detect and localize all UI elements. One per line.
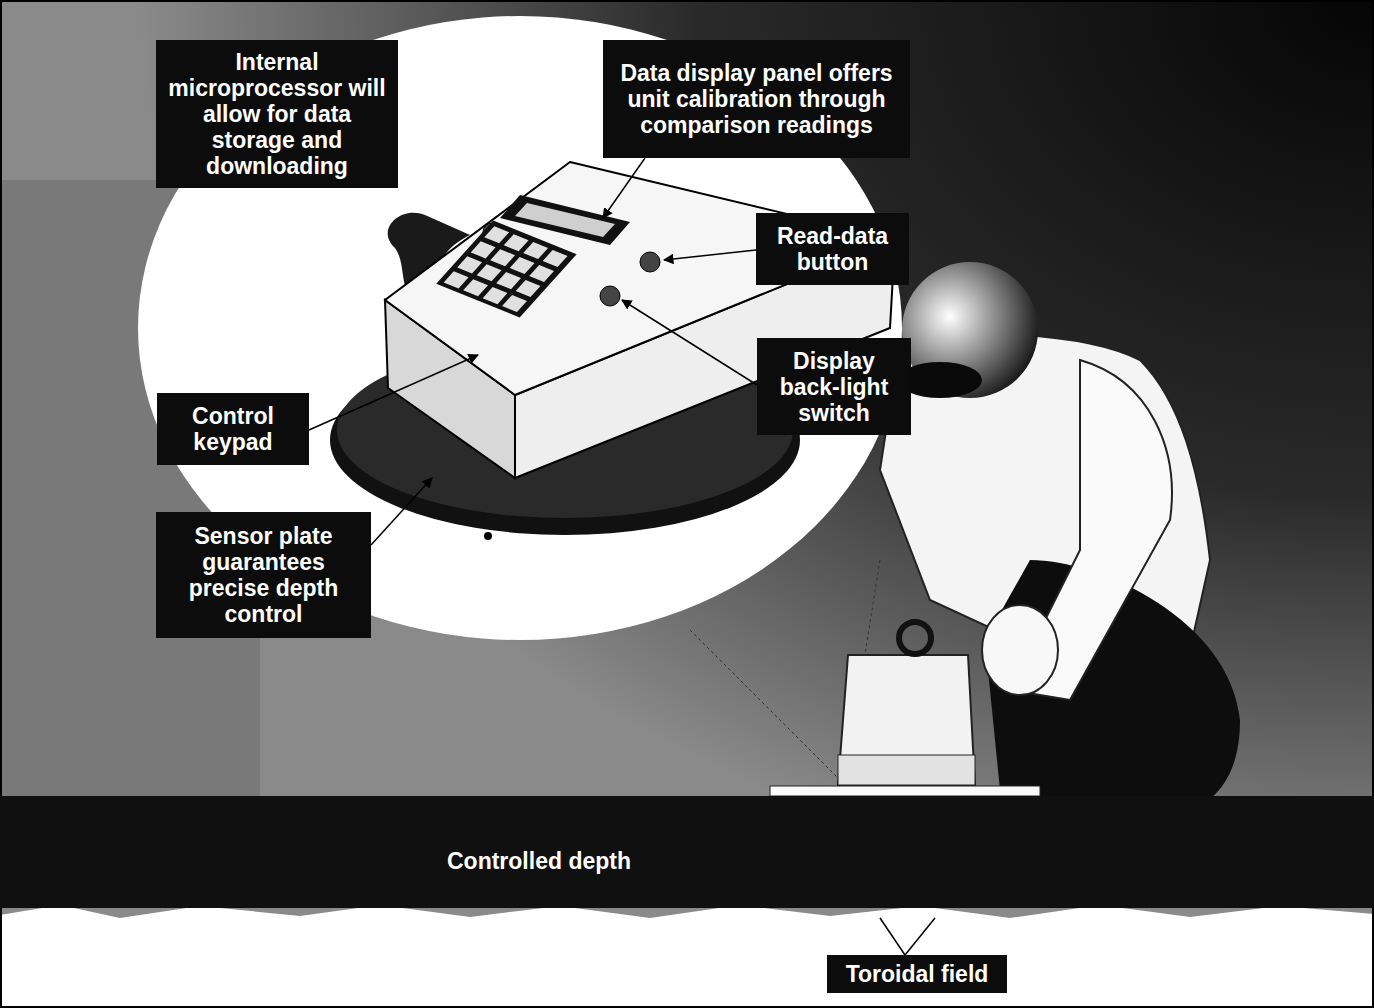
- leader-line: [371, 478, 432, 545]
- subsoil: [0, 905, 1374, 1008]
- leader-line: [309, 355, 478, 430]
- worker-hand: [982, 605, 1058, 695]
- device-small-base: [838, 755, 975, 785]
- band-label: Controlled depth: [447, 848, 631, 874]
- callout-text: Display back-light switch: [763, 348, 905, 426]
- callout-box: Internal microprocessor will allow for d…: [156, 40, 398, 188]
- callout-text: Data display panel offers unit calibrati…: [609, 60, 904, 138]
- sensor-plate-small: [770, 786, 1040, 796]
- callout-text: Read-data button: [762, 223, 903, 275]
- callout-text: Sensor plate guarantees precise depth co…: [162, 523, 365, 627]
- display-screen: [515, 203, 615, 237]
- leader-line: [622, 300, 757, 385]
- device-small-handle: [899, 622, 931, 654]
- leader-line: [664, 250, 756, 260]
- backlight-switch: [600, 286, 620, 306]
- callout-text: Internal microprocessor will allow for d…: [162, 49, 392, 179]
- keypad-keys: [444, 226, 568, 312]
- callout-box: Data display panel offers unit calibrati…: [603, 40, 910, 158]
- leader-line: [905, 918, 935, 955]
- leader-line: [603, 158, 645, 218]
- callout-box: Read-data button: [756, 213, 909, 285]
- device-small: [838, 655, 975, 785]
- read-data-button: [640, 252, 660, 272]
- callout-box: Display back-light switch: [757, 338, 911, 435]
- callout-box: Control keypad: [157, 393, 309, 465]
- plate-screw: [484, 532, 492, 540]
- callout-box: Toroidal field: [827, 955, 1007, 993]
- callout-text: Toroidal field: [846, 961, 989, 987]
- zoom-line: [690, 630, 840, 780]
- callout-box: Sensor plate guarantees precise depth co…: [156, 512, 371, 638]
- keypad-base: [436, 220, 576, 317]
- leader-line: [880, 918, 905, 955]
- keypad: [436, 220, 576, 317]
- callout-text: Control keypad: [163, 403, 303, 455]
- ground-band: Controlled depth: [0, 796, 1374, 908]
